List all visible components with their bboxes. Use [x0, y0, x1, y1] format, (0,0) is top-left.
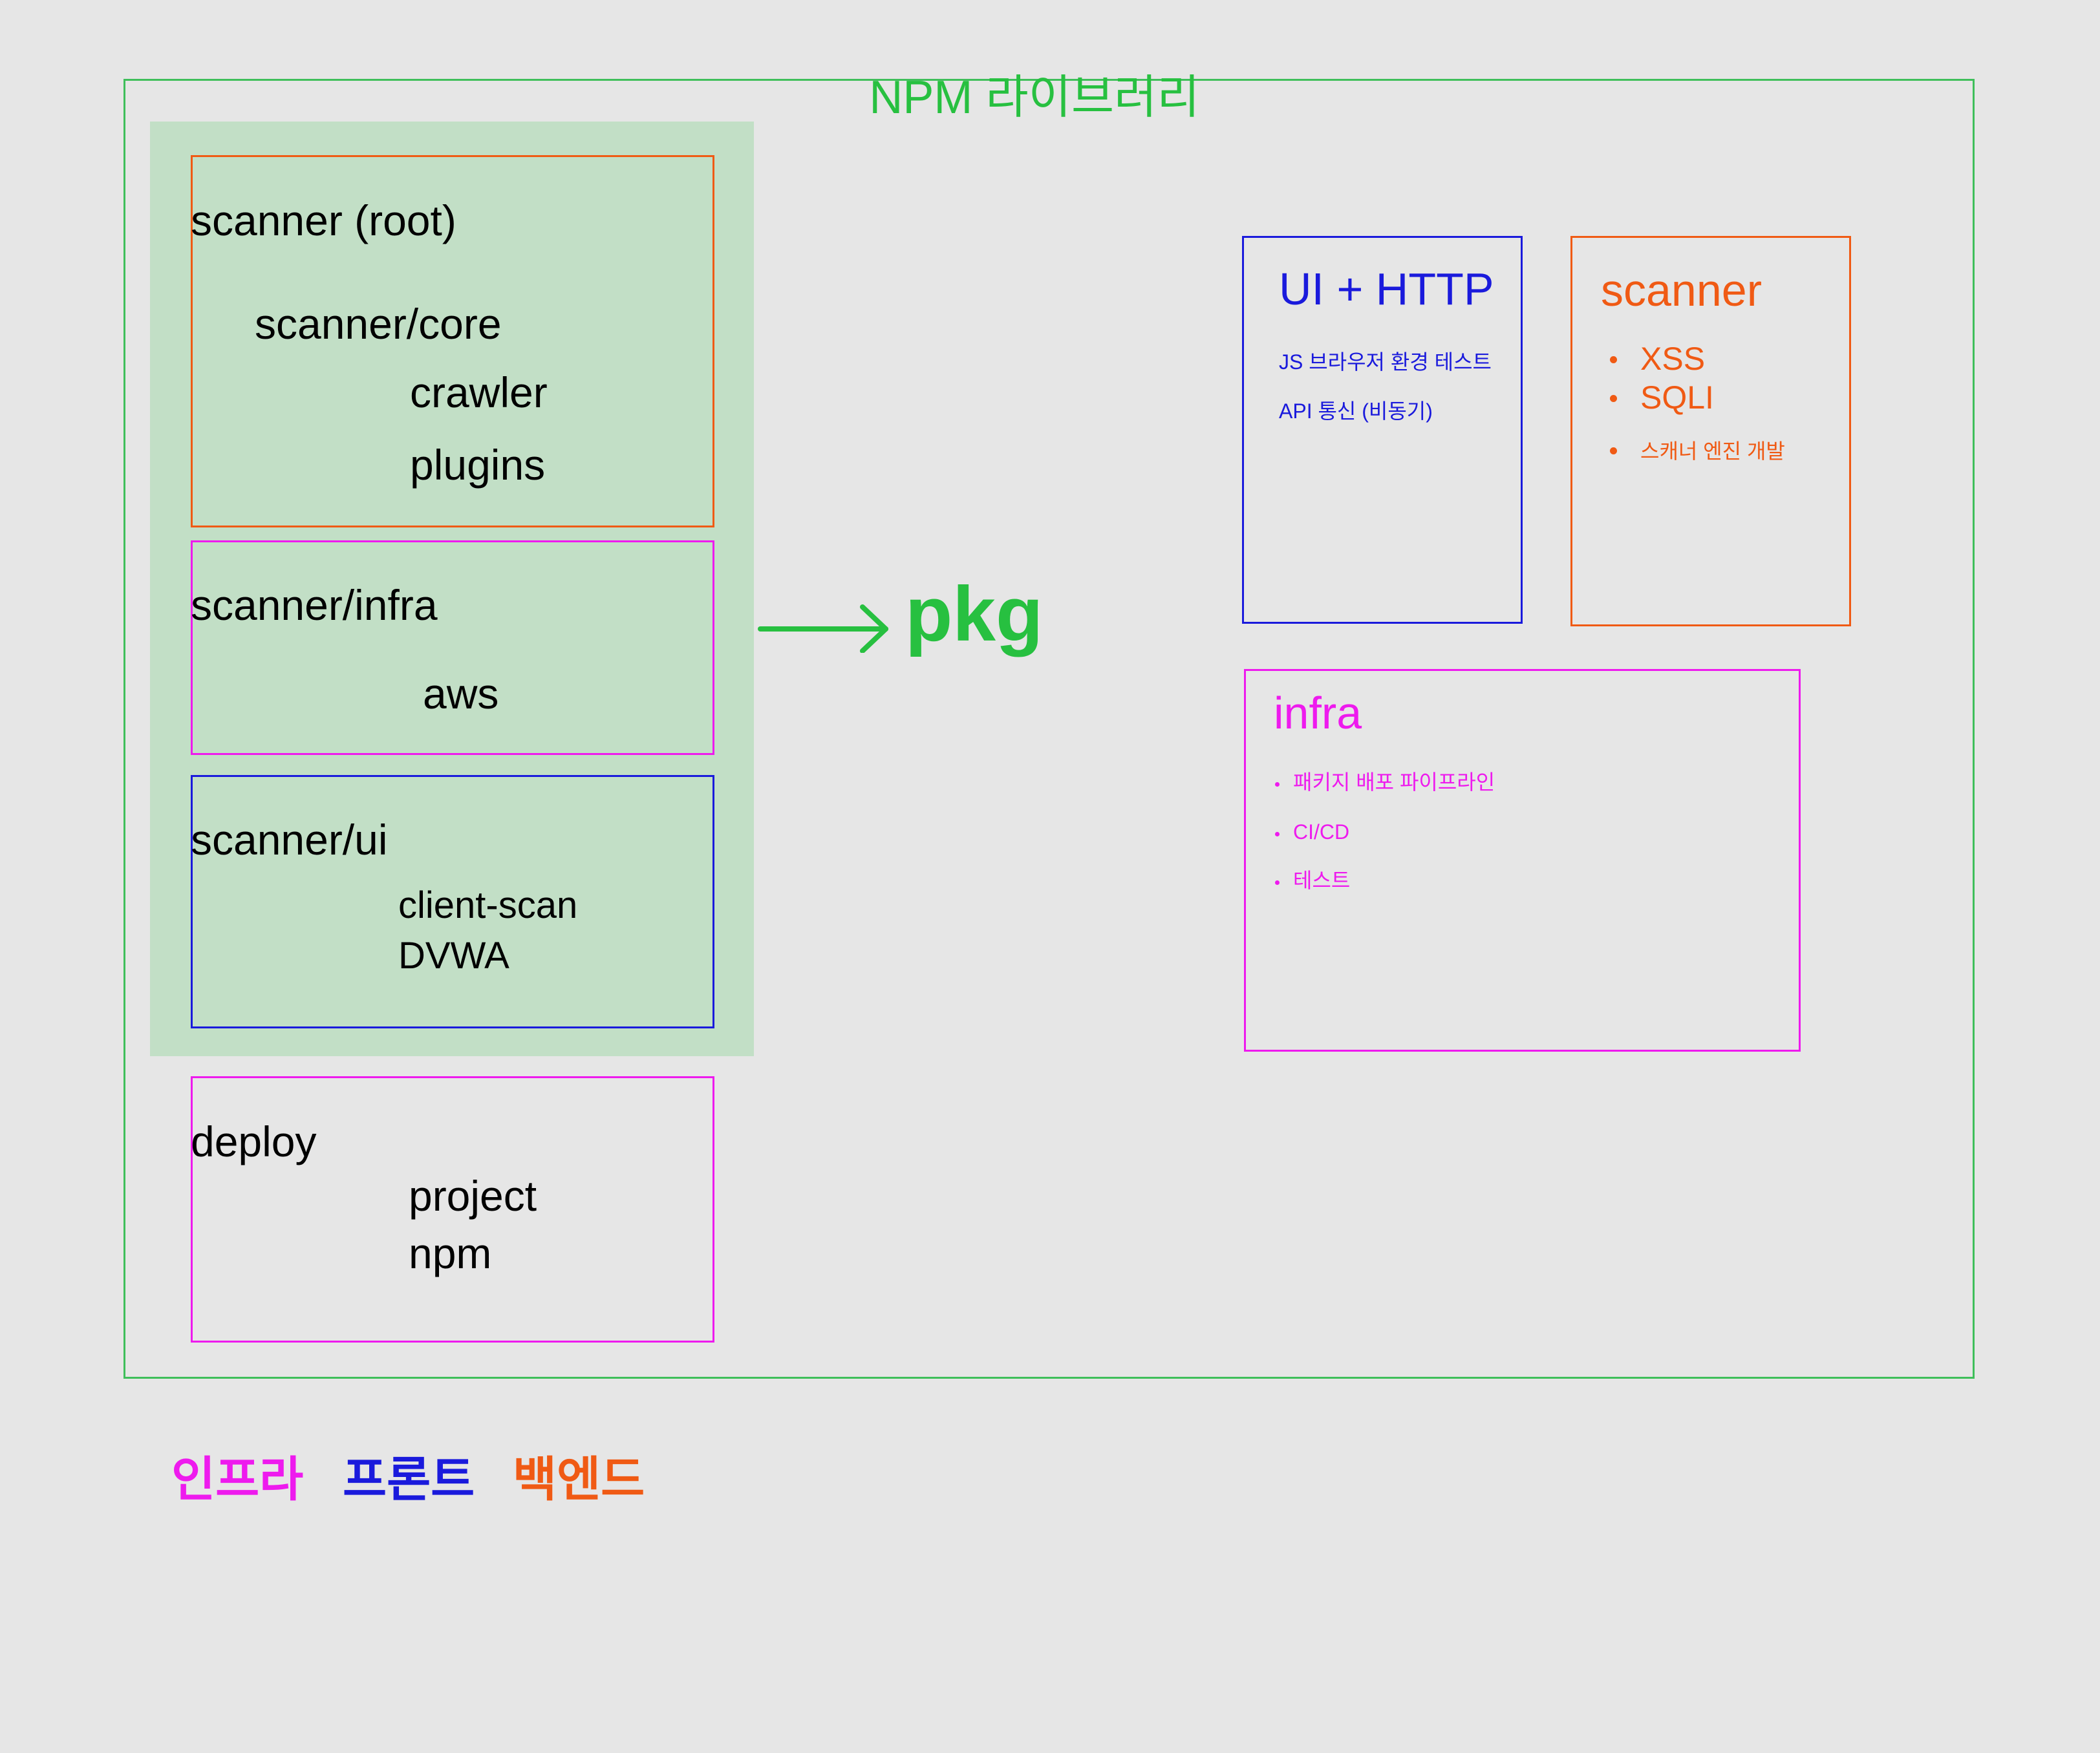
- scanner-item-sqli: SQLI: [1640, 379, 1714, 416]
- npm-label: npm: [409, 1229, 492, 1277]
- scanner-infra-box: [191, 540, 714, 755]
- scanner-item-xss: XSS: [1640, 341, 1706, 377]
- scanner-ui-box: [191, 775, 714, 1028]
- client-scan-label: client-scan: [398, 884, 578, 926]
- ui-http-title: UI + HTTP: [1279, 264, 1494, 314]
- infra-item-cicd: CI/CD: [1293, 820, 1350, 844]
- infra-box: [1244, 669, 1801, 1052]
- scanner-core-label: scanner/core: [255, 300, 502, 348]
- bullet-icon: [1275, 782, 1280, 787]
- ui-http-line-1: JS 브라우저 환경 테스트: [1279, 350, 1492, 374]
- project-label: project: [409, 1172, 537, 1220]
- scanner-root-title: scanner (root): [191, 197, 456, 244]
- infra-item-pipeline: 패키지 배포 파이프라인: [1293, 770, 1495, 794]
- ui-http-box: [1242, 236, 1523, 624]
- infra-item-test: 테스트: [1293, 869, 1351, 892]
- bullet-icon: [1275, 832, 1280, 836]
- packages-panel: [150, 122, 754, 1056]
- scanner-infra-title: scanner/infra: [191, 581, 438, 629]
- scanner-item-engine: 스캐너 엔진 개발: [1640, 440, 1785, 463]
- legend-back: 백엔드: [513, 1452, 645, 1506]
- pkg-label: pkg: [905, 571, 1044, 657]
- scanner-root-box: [191, 155, 714, 527]
- bullet-icon: [1610, 356, 1617, 363]
- npm-library-title: NPM 라이브러리: [869, 72, 1200, 123]
- legend-front: 프론트: [343, 1452, 475, 1506]
- arrow-right-icon: [758, 604, 888, 653]
- crawler-label: crawler: [410, 368, 548, 416]
- ui-http-line-2: API 통신 (비동기): [1279, 399, 1433, 423]
- scanner-ui-title: scanner/ui: [191, 816, 388, 864]
- bullet-icon: [1610, 395, 1617, 402]
- bullet-icon: [1610, 447, 1617, 454]
- dvwa-label: DVWA: [398, 935, 509, 977]
- scanner-box: [1570, 236, 1851, 626]
- plugins-label: plugins: [410, 441, 546, 489]
- scanner-title: scanner: [1601, 265, 1762, 315]
- deploy-box: [191, 1076, 714, 1343]
- bullet-icon: [1275, 880, 1280, 885]
- infra-title: infra: [1274, 688, 1362, 738]
- aws-label: aws: [423, 670, 499, 717]
- legend-infra: 인프라: [171, 1452, 304, 1506]
- deploy-title: deploy: [191, 1118, 317, 1165]
- npm-library-frame: [123, 79, 1975, 1379]
